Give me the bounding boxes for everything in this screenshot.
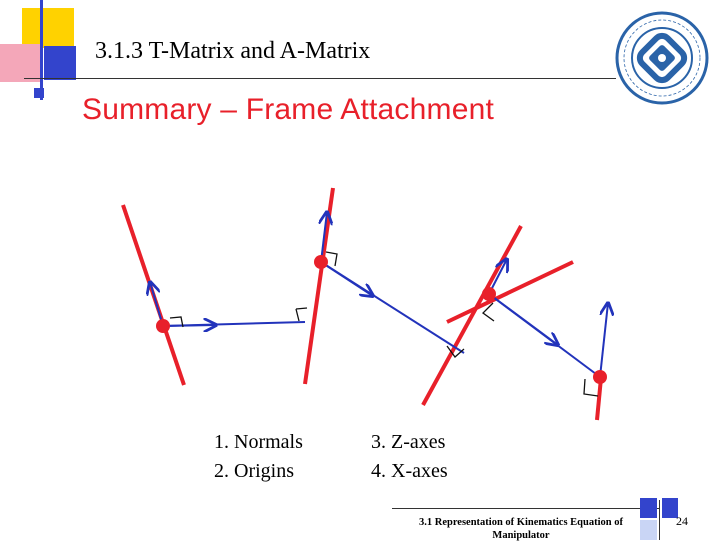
joint-axis-2 xyxy=(303,187,335,385)
title-underline xyxy=(24,78,616,79)
step-x-axes: 4. X-axes xyxy=(371,460,448,482)
right-angle-mark-1 xyxy=(169,316,184,328)
corner-vertical-line xyxy=(40,0,43,100)
footer-blue-block-1 xyxy=(640,498,657,518)
origin-dot-3 xyxy=(482,287,496,301)
right-angle-mark-5 xyxy=(482,302,495,322)
x-axis-arrow-3 xyxy=(488,293,558,345)
joint-axis-3-b xyxy=(446,260,574,324)
footer-light-block xyxy=(640,520,657,540)
footer-vertical-line xyxy=(659,500,660,540)
steps-right-column: 3. Z-axes 4. X-axes xyxy=(371,428,448,486)
step-origins: 2. Origins xyxy=(214,460,294,482)
corner-yellow-block xyxy=(22,8,74,48)
right-angle-mark-6 xyxy=(583,378,599,397)
origin-dot-1 xyxy=(156,319,170,333)
steps-left-column: 1. Normals 2. Origins xyxy=(214,428,303,486)
z-axis-arrow-4 xyxy=(599,303,608,378)
corner-pink-block xyxy=(0,44,40,82)
origin-dot-2 xyxy=(314,255,328,269)
university-seal-icon xyxy=(615,11,709,105)
x-axis-arrow-1 xyxy=(162,325,216,326)
corner-blue-block xyxy=(44,46,76,80)
origin-dot-4 xyxy=(593,370,607,384)
footer-caption: 3.1 Representation of Kinematics Equatio… xyxy=(419,517,623,541)
x-axis-arrow-2 xyxy=(320,261,373,296)
section-heading: Summary – Frame Attachment xyxy=(82,93,495,126)
joint-axis-3-a xyxy=(421,225,523,406)
page-number: 24 xyxy=(676,514,688,528)
joint-axis-4 xyxy=(595,377,603,421)
z-axis-arrow-2 xyxy=(321,212,327,263)
right-angle-mark-2 xyxy=(295,307,308,322)
footer-line xyxy=(392,508,660,509)
right-angle-mark-3 xyxy=(325,251,338,267)
corner-small-square xyxy=(34,88,44,98)
right-angle-mark-4 xyxy=(446,345,465,358)
step-z-axes: 3. Z-axes xyxy=(371,431,446,453)
z-axis-arrow-1 xyxy=(150,282,164,327)
step-normals: 1. Normals xyxy=(214,431,303,453)
slide-title: 3.1.3 T-Matrix and A-Matrix xyxy=(95,38,371,64)
footer-blue-block-2 xyxy=(662,498,678,518)
